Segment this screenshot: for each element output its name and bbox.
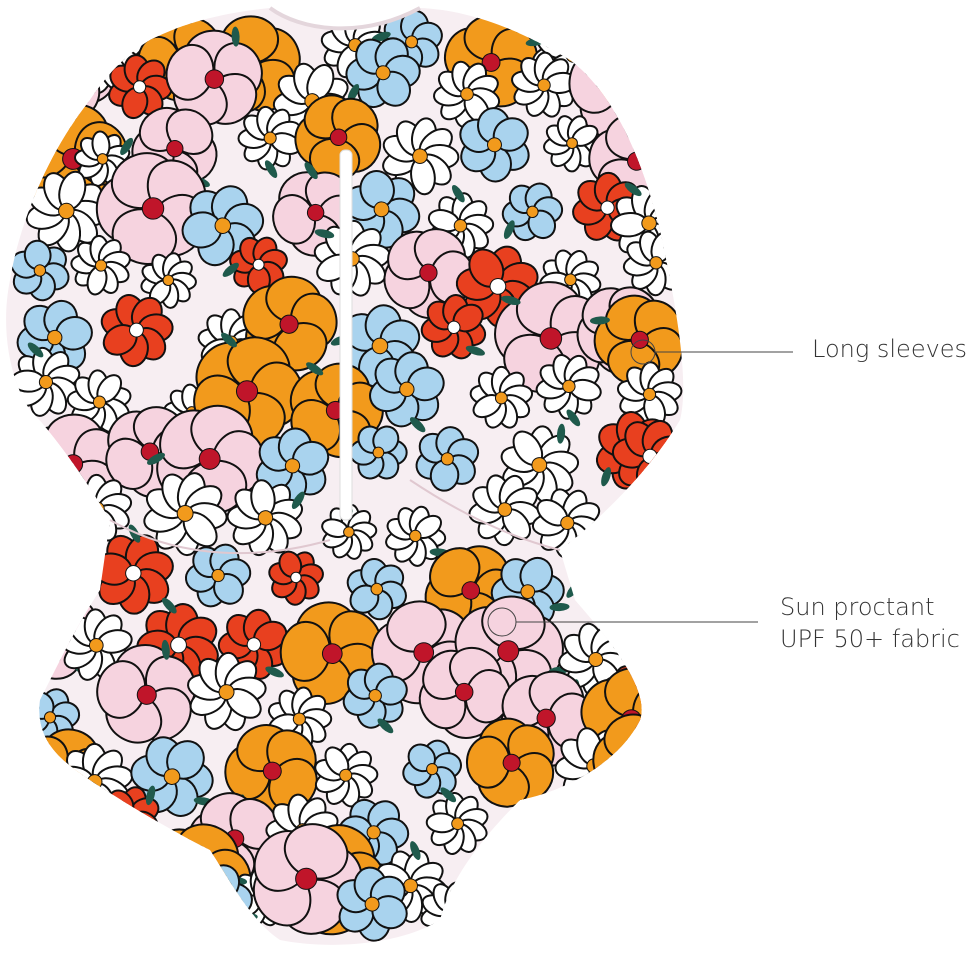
zipper <box>339 149 353 521</box>
flower-motif <box>222 236 288 295</box>
flower-motif <box>25 170 108 253</box>
flower-motif <box>342 662 408 734</box>
flower-motif <box>459 107 530 183</box>
flower-motif <box>385 505 450 567</box>
flower-motif <box>10 342 81 417</box>
flower-motif <box>130 736 214 817</box>
flower-motif <box>382 117 460 196</box>
callout-upf-line1: Sun proctant <box>780 593 935 621</box>
flower-motif <box>181 185 265 267</box>
flower-motif <box>383 228 475 320</box>
flower-motif <box>346 557 407 621</box>
flower-motif <box>70 234 131 296</box>
flower-motif <box>10 851 90 926</box>
flower-motif <box>336 866 408 942</box>
flower-motif <box>425 787 489 855</box>
flower-motif <box>501 182 564 242</box>
flower-motif <box>369 351 445 433</box>
flower-motif <box>52 847 134 937</box>
onesie-body <box>6 6 684 945</box>
flower-motif <box>165 26 263 126</box>
flower-motif <box>594 877 662 944</box>
flower-motif <box>631 806 684 866</box>
flower-motif <box>17 863 96 942</box>
flower-motif <box>193 332 304 448</box>
flower-motif <box>627 45 684 109</box>
flower-motif <box>535 353 602 427</box>
flower-motif <box>524 880 582 943</box>
flower-motif <box>66 369 132 434</box>
flower-motif <box>96 639 197 744</box>
flower-motif <box>345 37 421 109</box>
flower-motif <box>465 717 555 808</box>
flower-motif <box>415 426 480 492</box>
flower-motif <box>629 542 684 604</box>
flower-motif <box>511 51 578 118</box>
flower-motif <box>420 294 487 360</box>
flower-motif <box>472 868 549 940</box>
flower-motif <box>255 427 330 505</box>
callout-upf-fabric: Sun proctant UPF 50+ fabric <box>780 591 960 655</box>
flower-motif <box>561 793 667 900</box>
flower-motif <box>338 798 410 866</box>
flower-motif <box>294 94 382 182</box>
flower-motif <box>140 252 197 309</box>
flower-motif <box>237 105 302 178</box>
flower-motif <box>268 550 324 606</box>
flower-motif <box>226 479 305 557</box>
flower-motif <box>184 543 252 608</box>
flower-motif <box>468 474 541 547</box>
flower-motif <box>550 857 633 941</box>
flower-motif <box>314 742 379 808</box>
flower-motif <box>615 868 684 942</box>
flower-motif <box>593 845 684 937</box>
flower-motif <box>92 524 174 615</box>
flower-motif <box>187 651 267 732</box>
flower-motif <box>500 423 580 504</box>
callout-upf-line2: UPF 50+ fabric <box>780 625 960 653</box>
flower-motif <box>469 365 534 429</box>
flower-motif <box>543 115 601 173</box>
flower-motif <box>143 472 228 557</box>
flower-motif <box>108 54 173 120</box>
callout-long-sleeves: Long sleeves <box>812 335 968 363</box>
flower-motif <box>100 294 174 368</box>
flower-motif <box>402 739 462 799</box>
flower-motif <box>10 239 70 302</box>
flower-motif <box>349 425 408 480</box>
flower-motif <box>626 485 684 559</box>
flower-motif <box>418 646 511 739</box>
